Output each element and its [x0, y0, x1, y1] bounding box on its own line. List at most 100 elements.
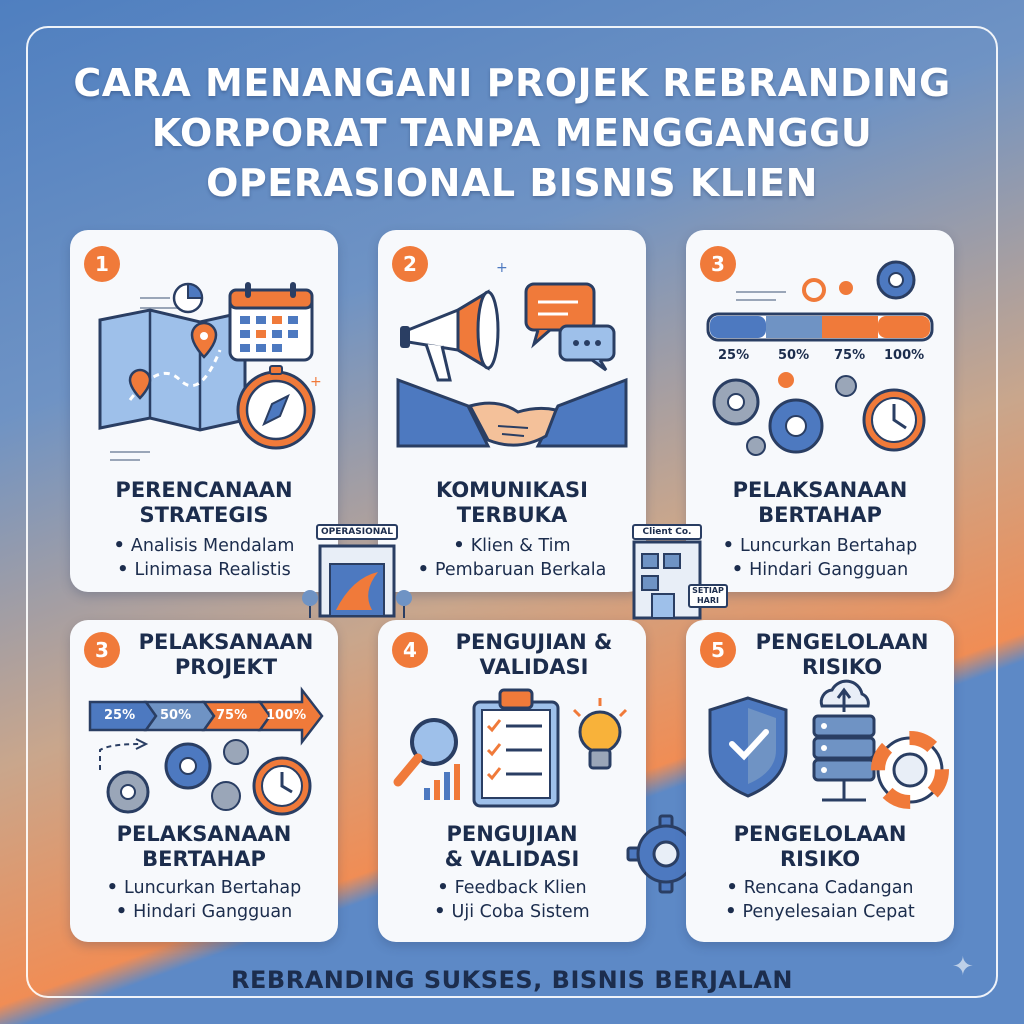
- gear-icon: [626, 814, 706, 894]
- bullet-item: Linimasa Realistis: [70, 558, 338, 582]
- card-top-heading: PELAKSANAAN PROJEKT: [126, 630, 326, 680]
- planning-illustration: +: [98, 282, 322, 461]
- card-perencanaan-strategis: 1: [70, 230, 338, 592]
- card-heading: PENGUJIAN & VALIDASI: [378, 822, 646, 872]
- clock-icon: [862, 388, 926, 452]
- outer-frame: [26, 26, 998, 998]
- card-heading-line-1: PERENCANAAN: [115, 478, 293, 502]
- bullet-item: Analisis Mendalam: [70, 534, 338, 558]
- map-icon: [98, 308, 247, 432]
- card-bullet-list: Luncurkan Bertahap Hindari Gangguan: [70, 876, 338, 924]
- progress-label: 100%: [884, 348, 925, 363]
- top-heading-line-1: PENGELOLAAN: [755, 630, 929, 654]
- gear-icon: [876, 260, 916, 300]
- step-number-badge: 5: [700, 632, 736, 668]
- svg-text:+: +: [496, 260, 508, 276]
- server-cloud-icon: [812, 679, 876, 802]
- card-bullet-list: Klien & Tim Pembaruan Berkala: [378, 534, 646, 582]
- communication-illustration: +: [396, 260, 628, 448]
- checklist-icon: [472, 688, 560, 808]
- setiap-hari-sign: SETIAP HARI: [688, 584, 728, 608]
- step-number-badge: 2: [392, 246, 428, 282]
- card-heading-line-2: STRATEGIS: [139, 503, 269, 527]
- progress-labels: 25% 50% 75% 100%: [686, 348, 954, 364]
- top-heading-line-1: PENGUJIAN &: [455, 630, 613, 654]
- page-title: CARA MENANGANI PROJEK REBRANDING KORPORA…: [40, 58, 984, 208]
- shield-check-icon: [708, 696, 788, 798]
- top-heading-line-2: PROJEKT: [174, 655, 278, 679]
- card-komunikasi-terbuka: 2 + KOMUNIKASI TERBUKA Klie: [378, 230, 646, 592]
- progress-bar-icon: [706, 312, 934, 342]
- handshake-icon: [396, 377, 628, 448]
- card-pelaksanaan-bertahap: 3 25%: [686, 230, 954, 592]
- card-heading-line-2: BERTAHAP: [758, 503, 882, 527]
- card-pelaksanaan-projekt: 3 PELAKSANAAN PROJEKT 25% 50% 75% 100%: [70, 620, 338, 942]
- gear-icon: [712, 372, 857, 456]
- megaphone-icon: [400, 289, 500, 382]
- card-top-heading: PENGUJIAN & VALIDASI: [434, 630, 634, 680]
- chat-bubble-icon: [524, 282, 616, 372]
- progress-label: 75%: [834, 348, 866, 363]
- card-heading-line-1: PELAKSANAAN: [116, 822, 292, 846]
- sign-line-1: SETIAP: [692, 586, 724, 595]
- bullet-item: Luncurkan Bertahap: [70, 876, 338, 900]
- sign-line-2: HARI: [696, 596, 720, 605]
- bullet-item: Hindari Gangguan: [70, 900, 338, 924]
- svg-text:+: +: [310, 374, 322, 390]
- title-line-2: KORPORAT TANPA MENGGANGGU: [151, 111, 873, 155]
- card-bullet-list: Feedback Klien Uji Coba Sistem: [378, 876, 646, 924]
- bullet-item: Luncurkan Bertahap: [686, 534, 954, 558]
- card-heading: PELAKSANAAN BERTAHAP: [686, 478, 954, 528]
- card-heading-line-1: PELAKSANAAN: [732, 478, 908, 502]
- operasional-building-icon: [302, 544, 412, 618]
- risk-illustration: [708, 679, 949, 809]
- title-line-1: CARA MENANGANI PROJEK REBRANDING: [73, 61, 951, 105]
- sparkle-icon: ✦: [952, 952, 974, 982]
- arrow-progress-label: 75%: [216, 708, 248, 723]
- arrow-progress-label: 50%: [160, 708, 192, 723]
- card-heading-line-2: RISIKO: [779, 847, 861, 871]
- card-top-heading: PENGELOLAAN RISIKO: [742, 630, 942, 680]
- execution-illustration: [706, 260, 934, 456]
- footer-tagline: REBRANDING SUKSES, BISNIS BERJALAN: [231, 966, 793, 994]
- lightbulb-icon: [572, 698, 628, 770]
- bar-chart-icon: [424, 764, 460, 800]
- card-pengelolaan-risiko: 5 PENGELOLAAN RISIKO PENGELOLAAN R: [686, 620, 954, 942]
- operasional-sign: OPERASIONAL: [316, 524, 398, 540]
- client-sign: Client Co.: [632, 524, 702, 540]
- card-heading-line-1: KOMUNIKASI: [436, 478, 588, 502]
- bullet-item: Penyelesaian Cepat: [686, 900, 954, 924]
- top-heading-line-2: VALIDASI: [479, 655, 589, 679]
- magnifier-icon: [393, 718, 458, 787]
- step-number-badge: 1: [84, 246, 120, 282]
- project-illustration: [88, 686, 324, 816]
- step-number-badge: 3: [84, 632, 120, 668]
- card-bullet-list: Luncurkan Bertahap Hindari Gangguan: [686, 534, 954, 582]
- card-pengujian-validasi: 4 PENGUJIAN & VALIDASI: [378, 620, 646, 942]
- step-number-badge: 4: [392, 632, 428, 668]
- bullet-item: Klien & Tim: [378, 534, 646, 558]
- top-heading-line-1: PELAKSANAAN: [138, 630, 314, 654]
- arrow-progress-label: 100%: [266, 708, 307, 723]
- top-heading-line-2: RISIKO: [801, 655, 883, 679]
- arrow-progress-label: 25%: [104, 708, 136, 723]
- arrow-progress-icon: [88, 686, 324, 746]
- compass-icon: [236, 365, 316, 450]
- location-pin-icon: [128, 321, 218, 400]
- card-heading: PENGELOLAAN RISIKO: [686, 822, 954, 872]
- lifebuoy-icon: [871, 731, 949, 809]
- title-line-3: OPERASIONAL BISNIS KLIEN: [206, 161, 818, 205]
- progress-label: 25%: [718, 348, 750, 363]
- step-number-badge: 3: [700, 246, 736, 282]
- card-heading-line-2: TERBUKA: [456, 503, 568, 527]
- bullet-item: Feedback Klien: [378, 876, 646, 900]
- testing-illustration: [393, 688, 628, 808]
- bullet-item: Rencana Cadangan: [686, 876, 954, 900]
- card-heading: PELAKSANAAN BERTAHAP: [70, 822, 338, 872]
- card-heading: PERENCANAAN STRATEGIS: [70, 478, 338, 528]
- card-heading-line-2: & VALIDASI: [444, 847, 580, 871]
- bullet-item: Hindari Gangguan: [686, 558, 954, 582]
- card-heading: KOMUNIKASI TERBUKA: [378, 478, 646, 528]
- card-bullet-list: Analisis Mendalam Linimasa Realistis: [70, 534, 338, 582]
- card-heading-line-1: PENGELOLAAN: [733, 822, 907, 846]
